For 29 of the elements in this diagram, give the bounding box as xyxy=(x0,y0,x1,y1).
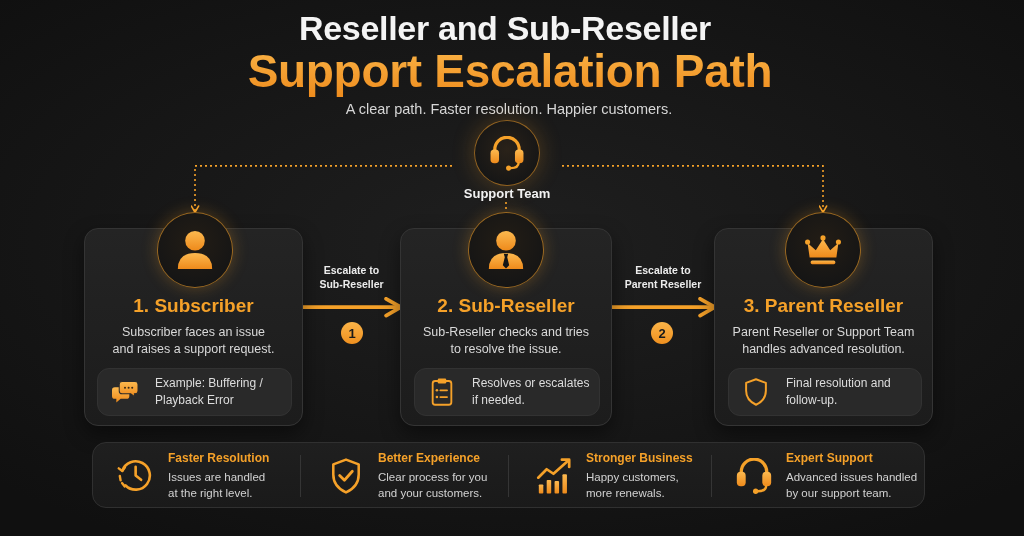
dotted-arrow xyxy=(190,165,453,214)
example-note xyxy=(97,368,292,416)
step-title: 2. Sub-Reseller xyxy=(436,294,576,318)
example-note xyxy=(414,368,600,416)
benefit-title: Stronger Business xyxy=(586,451,694,466)
note-text: Example: Buffering / Playback Error xyxy=(155,375,264,409)
step-title: 1. Subscriber xyxy=(132,294,255,318)
step-title: 3. Parent Reseller xyxy=(742,294,905,318)
dotted-arrow xyxy=(561,165,828,214)
step-description: Sub-Reseller checks and tries to resolve the issue. xyxy=(421,324,590,358)
step-number: 1 xyxy=(341,322,363,344)
note-text: Final resolution and follow-up. xyxy=(786,375,892,409)
node-label: Support Team xyxy=(463,186,551,202)
edge-label: Escalate to Sub-Reseller xyxy=(318,263,385,292)
example-note xyxy=(728,368,922,416)
step-number: 2 xyxy=(651,322,673,344)
benefit-title: Expert Support xyxy=(786,451,874,466)
step-description: Parent Reseller or Support Team handles advanced resolution. xyxy=(731,324,916,358)
tagline: A clear path. Faster resolution. Happier customers. xyxy=(345,100,673,118)
note-text: Resolves or escalates if needed. xyxy=(472,375,591,409)
benefits-panel xyxy=(92,442,925,508)
benefit-description: Advanced issues handled by our support team. xyxy=(786,470,919,501)
step-description: Subscriber faces an issue and raises a support request. xyxy=(111,324,276,358)
benefit-title: Better Experience xyxy=(378,451,482,466)
benefit-title: Faster Resolution xyxy=(168,451,271,466)
benefit-description: Clear process for you and your customers. xyxy=(378,470,489,501)
benefit-description: Issues are handled at the right level. xyxy=(168,470,267,501)
edge-label: Escalate to Parent Reseller xyxy=(623,263,703,292)
benefit-description: Happy customers, more renewals. xyxy=(586,470,680,501)
